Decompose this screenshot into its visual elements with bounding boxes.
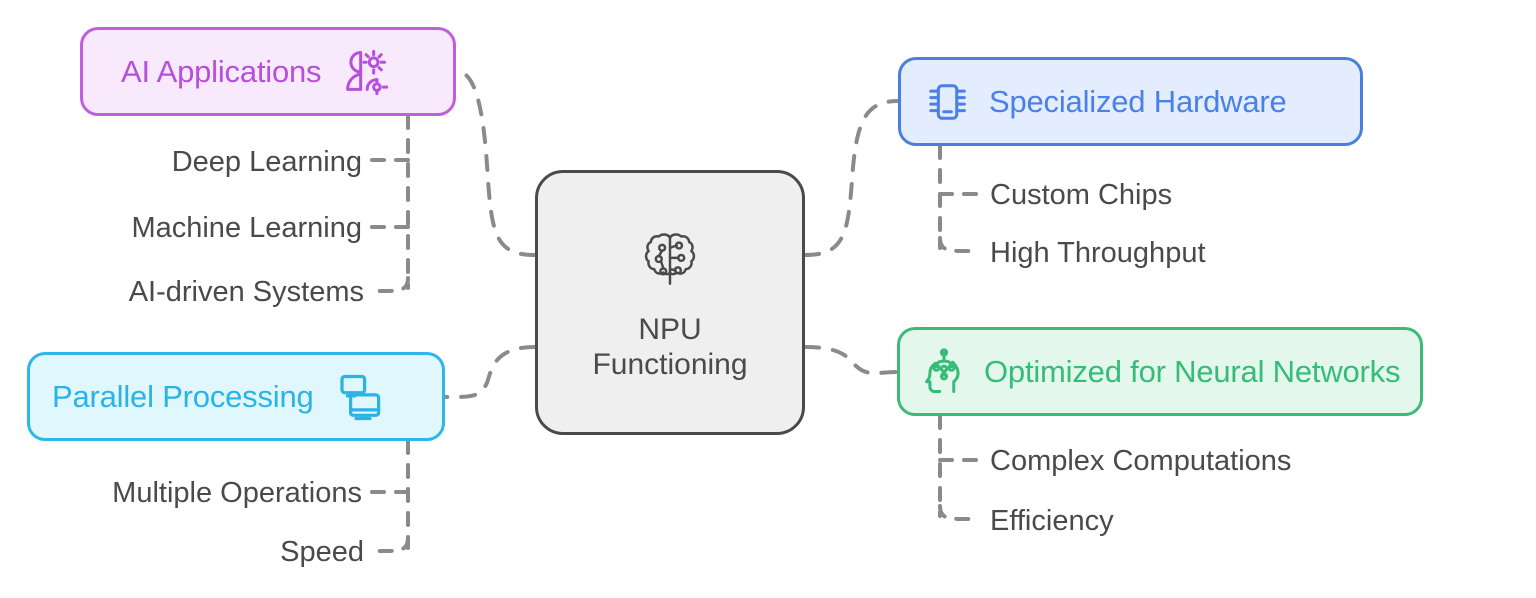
branch-label-specialized-hardware: Specialized Hardware bbox=[989, 84, 1287, 119]
hook-par-speed bbox=[372, 536, 410, 554]
edge-center-to-parallel bbox=[444, 345, 537, 400]
head-neural-icon bbox=[918, 346, 970, 398]
hook-hw-high-throughput bbox=[938, 236, 976, 254]
leaf-custom-chips[interactable]: Custom Chips bbox=[990, 179, 1173, 211]
person-gear-icon bbox=[339, 46, 391, 98]
branch-label-ai-applications: AI Applications bbox=[121, 54, 322, 89]
leaf-deep-learning[interactable]: Deep Learning bbox=[171, 146, 362, 178]
leaf-complex-computations[interactable]: Complex Computations bbox=[990, 445, 1292, 477]
branch-node-optimized-neural-networks[interactable]: Optimized for Neural Networks bbox=[897, 327, 1423, 416]
branch-node-specialized-hardware[interactable]: Specialized Hardware bbox=[898, 57, 1363, 146]
branch-label-parallel-processing: Parallel Processing bbox=[52, 379, 314, 414]
branch-node-parallel-processing[interactable]: Parallel Processing bbox=[27, 352, 445, 441]
center-node-npu-functioning[interactable]: NPU Functioning bbox=[535, 170, 805, 435]
leaf-machine-learning[interactable]: Machine Learning bbox=[131, 212, 362, 244]
branch-node-ai-applications[interactable]: AI Applications bbox=[80, 27, 456, 116]
brain-icon bbox=[634, 223, 706, 300]
center-node-label: NPU Functioning bbox=[592, 312, 748, 381]
hook-nn-efficiency bbox=[938, 504, 976, 522]
leaf-efficiency[interactable]: Efficiency bbox=[990, 505, 1114, 537]
branch-label-optimized-neural-networks: Optimized for Neural Networks bbox=[984, 354, 1401, 389]
leaf-speed[interactable]: Speed bbox=[280, 536, 364, 568]
chip-icon bbox=[921, 76, 973, 128]
hook-ai-driven-systems bbox=[372, 276, 410, 294]
edge-center-to-neural bbox=[803, 345, 899, 376]
leaf-high-throughput[interactable]: High Throughput bbox=[990, 237, 1206, 269]
edge-center-to-ai bbox=[454, 69, 537, 257]
leaf-ai-driven-systems[interactable]: AI-driven Systems bbox=[128, 276, 364, 308]
leaf-multiple-operations[interactable]: Multiple Operations bbox=[112, 477, 362, 509]
dual-monitors-icon bbox=[328, 369, 384, 425]
edge-center-to-hardware bbox=[803, 99, 900, 257]
